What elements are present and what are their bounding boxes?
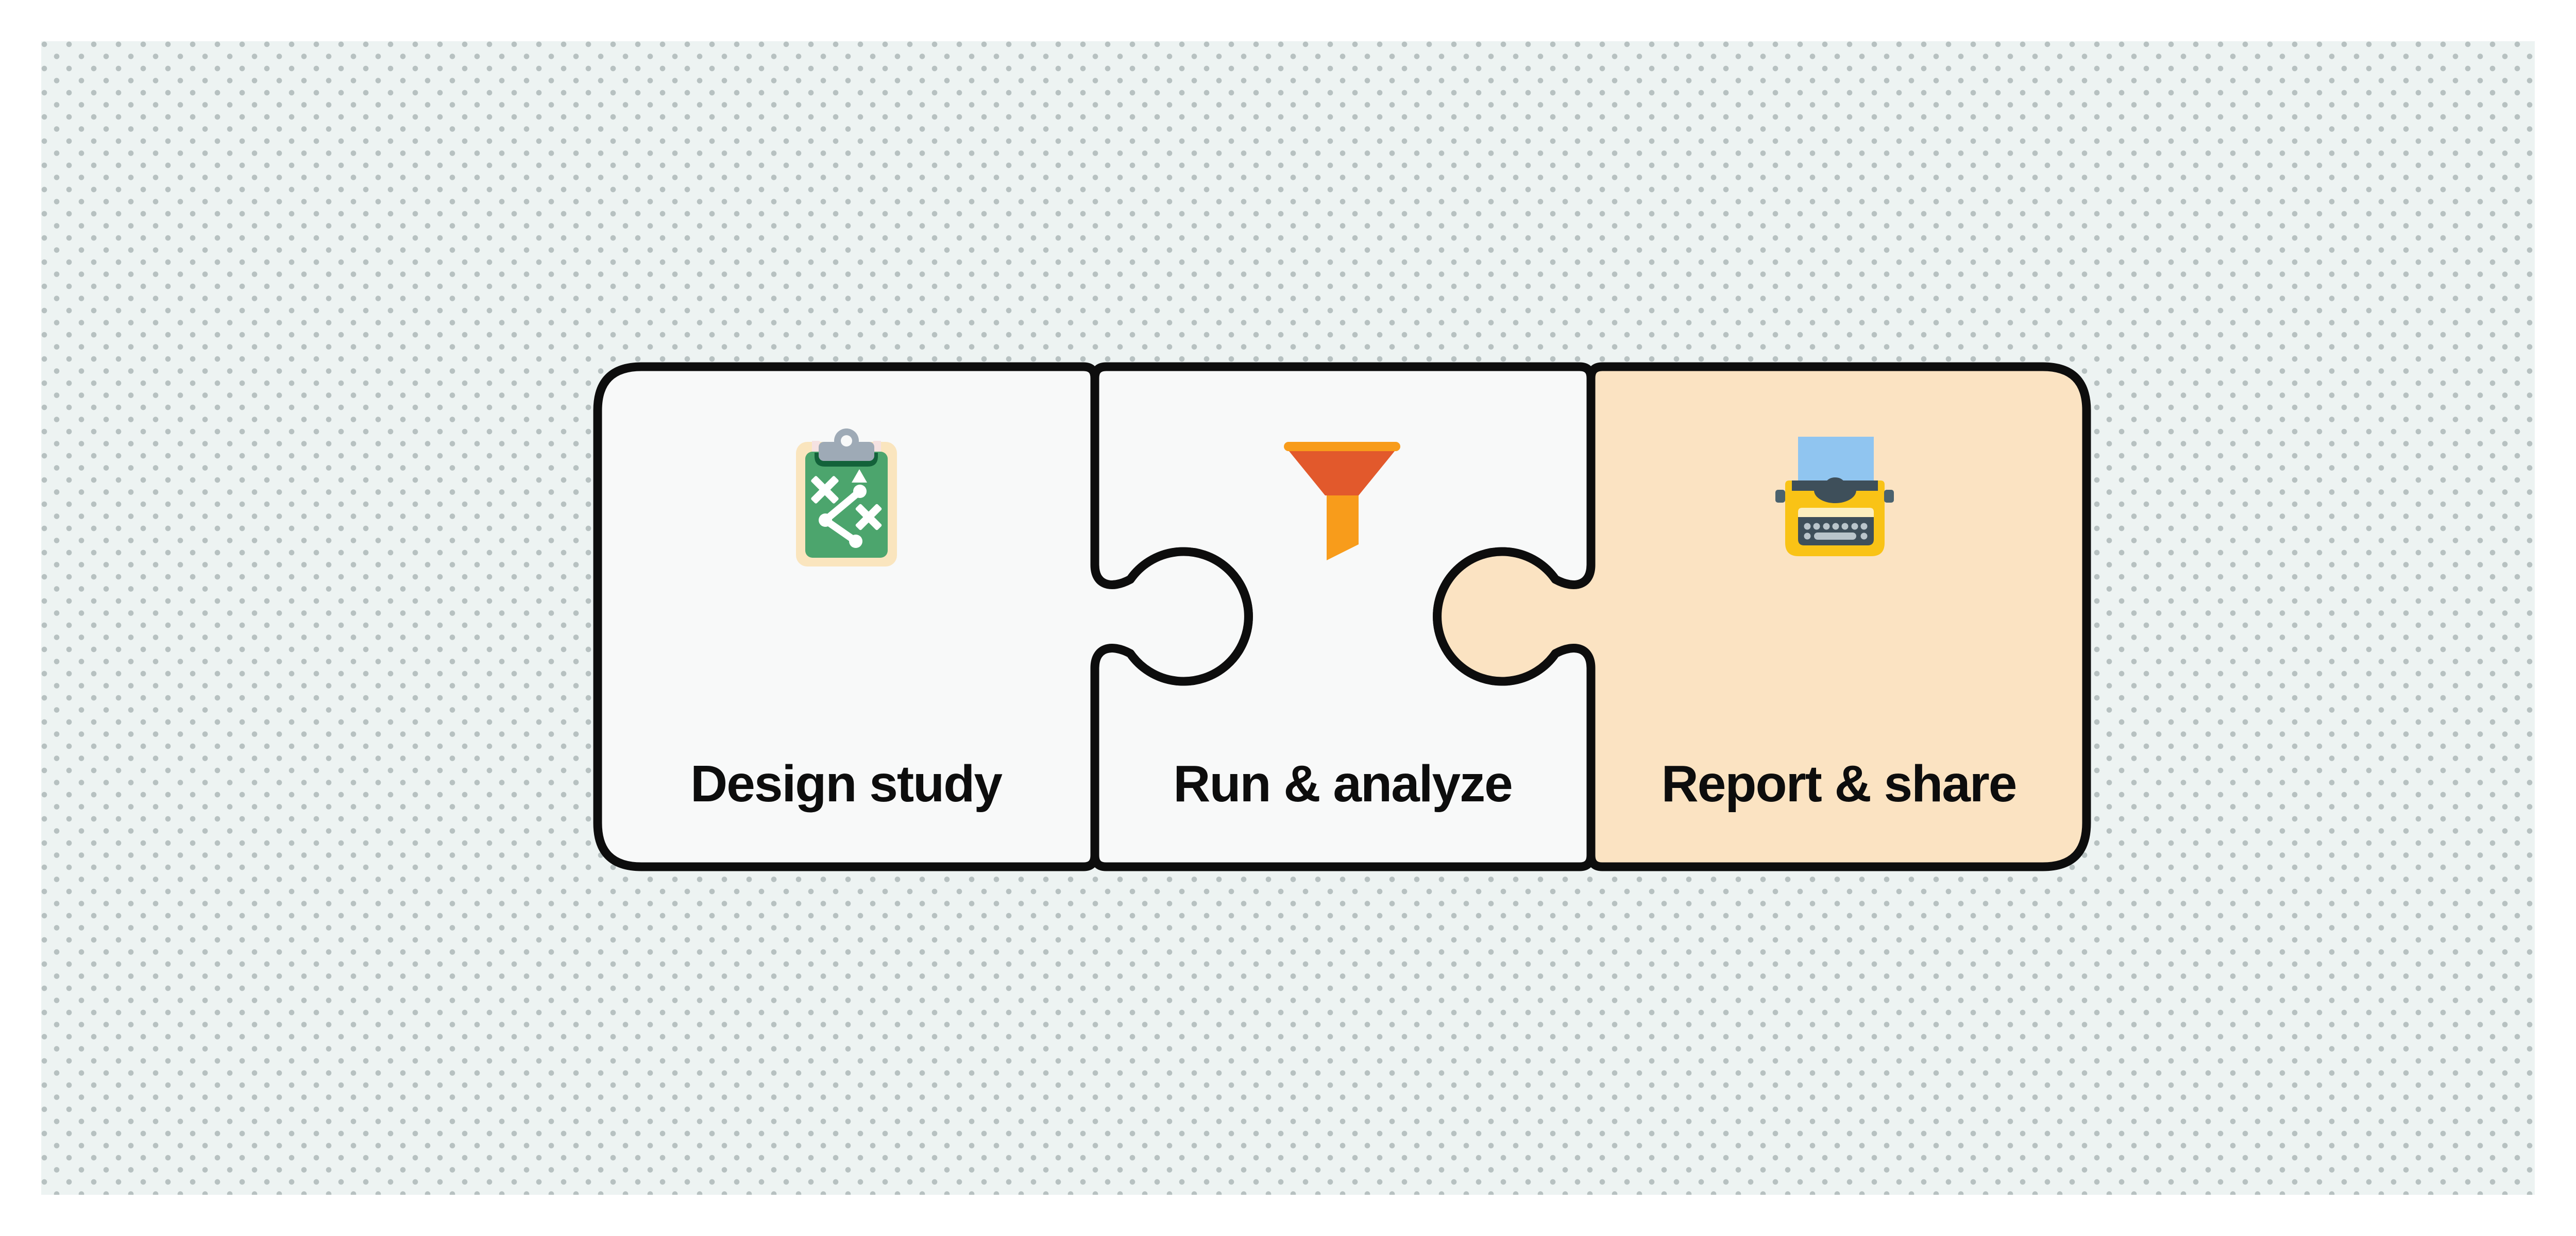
strategy-marks xyxy=(811,469,882,548)
strategy-line-1 xyxy=(823,488,862,523)
typewriter-spacebar xyxy=(1814,533,1856,540)
funnel-rim xyxy=(1284,442,1400,451)
typewriter-paper-slot xyxy=(1798,508,1874,517)
strategy-dot-1 xyxy=(853,485,867,498)
puzzle-piece-report-share xyxy=(1433,362,2091,871)
strategy-x-mark-1 xyxy=(811,476,839,504)
funnel-icon xyxy=(1284,442,1400,560)
strategy-triangle-mark xyxy=(852,469,867,483)
puzzle-piece-report-share-shape xyxy=(1433,362,2091,871)
strategy-dot-2 xyxy=(819,513,832,527)
step-label-design-study: Design study xyxy=(690,755,1003,813)
strategy-x-mark-2 xyxy=(855,504,882,530)
strategy-clipboard-icon xyxy=(796,428,897,566)
typewriter-right-knob xyxy=(1884,490,1894,503)
funnel-stem xyxy=(1327,495,1359,560)
typewriter-keys xyxy=(1804,523,1868,540)
puzzle-piece-design-study-shape xyxy=(593,362,1253,871)
typewriter-carriage-bar xyxy=(1792,480,1878,491)
strategy-dot-3 xyxy=(849,535,862,548)
clipboard-ring-hole xyxy=(841,435,852,447)
step-label-run-analyze: Run & analyze xyxy=(1173,755,1512,813)
typewriter-icon xyxy=(1775,437,1894,556)
clipboard-right-tab xyxy=(873,441,881,454)
typewriter-type-basket xyxy=(1814,490,1856,503)
step-label-report-share: Report & share xyxy=(1662,755,2016,813)
clipboard-clip xyxy=(819,442,874,461)
clipboard-left-tab xyxy=(812,441,820,454)
typewriter-keyboard xyxy=(1798,517,1874,545)
funnel-cone xyxy=(1289,451,1395,495)
puzzle-piece-design-study xyxy=(593,362,1253,871)
typewriter-left-knob xyxy=(1775,490,1785,503)
typewriter-paper xyxy=(1798,437,1874,484)
